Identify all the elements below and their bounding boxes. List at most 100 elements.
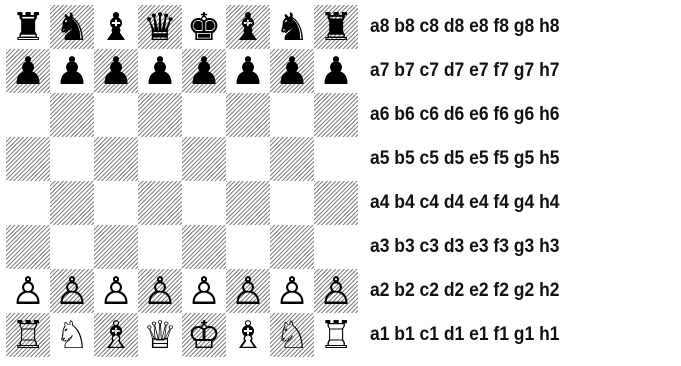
black-pawn-icon[interactable]: ♟	[314, 49, 358, 93]
square-h8[interactable]: ♜	[314, 5, 358, 49]
square-e1[interactable]: ♔	[182, 313, 226, 357]
square-h3[interactable]	[314, 225, 358, 269]
square-h2[interactable]: ♙	[314, 269, 358, 313]
black-bishop-icon[interactable]: ♝	[94, 5, 138, 49]
square-h4[interactable]	[314, 181, 358, 225]
white-pawn-icon[interactable]: ♙	[138, 269, 182, 313]
black-pawn-icon[interactable]: ♟	[6, 49, 50, 93]
square-g4[interactable]	[270, 181, 314, 225]
black-rook-icon[interactable]: ♜	[314, 5, 358, 49]
square-c5[interactable]	[94, 137, 138, 181]
square-h6[interactable]	[314, 93, 358, 137]
square-e4[interactable]	[182, 181, 226, 225]
square-g2[interactable]: ♙	[270, 269, 314, 313]
white-bishop-icon[interactable]: ♗	[226, 313, 270, 357]
square-c4[interactable]	[94, 181, 138, 225]
square-g3[interactable]	[270, 225, 314, 269]
white-queen-icon[interactable]: ♕	[138, 313, 182, 357]
square-c6[interactable]	[94, 93, 138, 137]
rank-label-row: a6 b6 c6 d6 e6 f6 g6 h6	[370, 93, 652, 137]
square-g5[interactable]	[270, 137, 314, 181]
square-e8[interactable]: ♚	[182, 5, 226, 49]
square-d8[interactable]: ♛	[138, 5, 182, 49]
square-g7[interactable]: ♟	[270, 49, 314, 93]
white-knight-icon[interactable]: ♘	[270, 313, 314, 357]
square-f7[interactable]: ♟	[226, 49, 270, 93]
rank-label-row: a3 b3 c3 d3 e3 f3 g3 h3	[370, 225, 652, 269]
square-b5[interactable]	[50, 137, 94, 181]
white-bishop-icon[interactable]: ♗	[94, 313, 138, 357]
square-b7[interactable]: ♟	[50, 49, 94, 93]
square-b4[interactable]	[50, 181, 94, 225]
square-e5[interactable]	[182, 137, 226, 181]
square-f6[interactable]	[226, 93, 270, 137]
square-a6[interactable]	[6, 93, 50, 137]
square-b3[interactable]	[50, 225, 94, 269]
white-king-icon[interactable]: ♔	[182, 313, 226, 357]
white-rook-icon[interactable]: ♖	[6, 313, 50, 357]
square-c7[interactable]: ♟	[94, 49, 138, 93]
square-h7[interactable]: ♟	[314, 49, 358, 93]
square-e6[interactable]	[182, 93, 226, 137]
black-king-icon[interactable]: ♚	[182, 5, 226, 49]
square-c8[interactable]: ♝	[94, 5, 138, 49]
square-e2[interactable]: ♙	[182, 269, 226, 313]
square-f3[interactable]	[226, 225, 270, 269]
square-f4[interactable]	[226, 181, 270, 225]
rank-label-row: a1 b1 c1 d1 e1 f1 g1 h1	[370, 313, 652, 357]
black-pawn-icon[interactable]: ♟	[270, 49, 314, 93]
square-a8[interactable]: ♜	[6, 5, 50, 49]
square-a1[interactable]: ♖	[6, 313, 50, 357]
square-e3[interactable]	[182, 225, 226, 269]
square-b1[interactable]: ♘	[50, 313, 94, 357]
square-f8[interactable]: ♝	[226, 5, 270, 49]
square-h5[interactable]	[314, 137, 358, 181]
white-pawn-icon[interactable]: ♙	[94, 269, 138, 313]
rank-label-row: a7 b7 c7 d7 e7 f7 g7 h7	[370, 49, 652, 93]
black-pawn-icon[interactable]: ♟	[50, 49, 94, 93]
black-rook-icon[interactable]: ♜	[6, 5, 50, 49]
white-pawn-icon[interactable]: ♙	[182, 269, 226, 313]
square-d1[interactable]: ♕	[138, 313, 182, 357]
white-knight-icon[interactable]: ♘	[50, 313, 94, 357]
square-d6[interactable]	[138, 93, 182, 137]
square-a5[interactable]	[6, 137, 50, 181]
white-pawn-icon[interactable]: ♙	[6, 269, 50, 313]
black-knight-icon[interactable]: ♞	[50, 5, 94, 49]
square-d4[interactable]	[138, 181, 182, 225]
white-rook-icon[interactable]: ♖	[314, 313, 358, 357]
square-e7[interactable]: ♟	[182, 49, 226, 93]
square-f2[interactable]: ♙	[226, 269, 270, 313]
square-a4[interactable]	[6, 181, 50, 225]
black-queen-icon[interactable]: ♛	[138, 5, 182, 49]
square-h1[interactable]: ♖	[314, 313, 358, 357]
black-knight-icon[interactable]: ♞	[270, 5, 314, 49]
square-b8[interactable]: ♞	[50, 5, 94, 49]
square-d2[interactable]: ♙	[138, 269, 182, 313]
black-pawn-icon[interactable]: ♟	[226, 49, 270, 93]
square-c3[interactable]	[94, 225, 138, 269]
black-pawn-icon[interactable]: ♟	[94, 49, 138, 93]
square-f1[interactable]: ♗	[226, 313, 270, 357]
square-d5[interactable]	[138, 137, 182, 181]
black-bishop-icon[interactable]: ♝	[226, 5, 270, 49]
black-pawn-icon[interactable]: ♟	[138, 49, 182, 93]
square-g1[interactable]: ♘	[270, 313, 314, 357]
square-a7[interactable]: ♟	[6, 49, 50, 93]
white-pawn-icon[interactable]: ♙	[314, 269, 358, 313]
white-pawn-icon[interactable]: ♙	[226, 269, 270, 313]
white-pawn-icon[interactable]: ♙	[270, 269, 314, 313]
square-d3[interactable]	[138, 225, 182, 269]
square-g8[interactable]: ♞	[270, 5, 314, 49]
black-pawn-icon[interactable]: ♟	[182, 49, 226, 93]
square-c1[interactable]: ♗	[94, 313, 138, 357]
square-f5[interactable]	[226, 137, 270, 181]
square-b2[interactable]: ♙	[50, 269, 94, 313]
square-g6[interactable]	[270, 93, 314, 137]
square-b6[interactable]	[50, 93, 94, 137]
square-c2[interactable]: ♙	[94, 269, 138, 313]
square-d7[interactable]: ♟	[138, 49, 182, 93]
square-a3[interactable]	[6, 225, 50, 269]
square-a2[interactable]: ♙	[6, 269, 50, 313]
white-pawn-icon[interactable]: ♙	[50, 269, 94, 313]
